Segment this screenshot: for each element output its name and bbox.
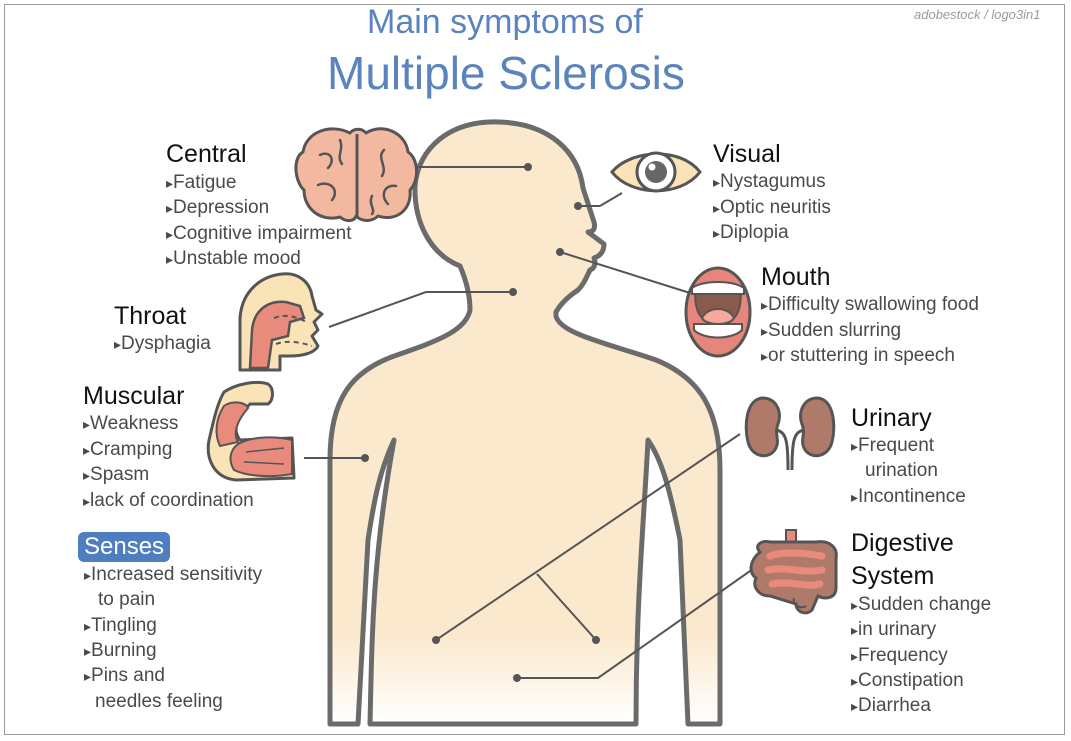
digestive-heading-line1: Digestive <box>851 529 954 557</box>
visual-item: Diplopia <box>713 220 789 247</box>
senses-item-cont: to pain <box>98 589 156 610</box>
connector-lines <box>304 166 761 679</box>
mouth-item: Difficulty swallowing food <box>761 292 979 319</box>
senses-item: Burning <box>84 638 157 665</box>
senses-item-cont: needles feeling <box>95 691 223 712</box>
arm-muscle-icon <box>206 380 296 482</box>
intestines-icon <box>749 529 838 615</box>
visual-item: Optic neuritis <box>713 195 831 222</box>
senses-item: Pins and <box>84 663 165 690</box>
eye-icon <box>610 151 702 193</box>
throat-heading: Throat <box>114 302 187 330</box>
senses-badge: Senses <box>78 532 171 562</box>
digestive-item: Sudden change <box>851 592 991 619</box>
central-item: Depression <box>166 195 269 222</box>
mouth-item: or stuttering in speech <box>761 343 955 370</box>
kidneys-icon <box>744 396 836 471</box>
mouth-icon <box>684 266 752 358</box>
title-line1: Main symptoms of <box>367 3 643 41</box>
digestive-item: Constipation <box>851 668 964 695</box>
digestive-item: Diarrhea <box>851 693 931 720</box>
throat-icon <box>238 272 324 372</box>
visual-item: Nystagumus <box>713 169 826 196</box>
urinary-item: Incontinence <box>851 484 966 511</box>
central-item: Unstable mood <box>166 246 301 273</box>
senses-item: Tingling <box>84 613 157 640</box>
throat-item: Dysphagia <box>114 331 211 358</box>
body-silhouette <box>327 119 723 727</box>
watermark: adobestock / logo3in1 <box>914 7 1041 22</box>
muscular-item: Cramping <box>83 437 172 464</box>
mouth-heading: Mouth <box>761 263 831 291</box>
muscular-item: Spasm <box>83 462 149 489</box>
muscular-item: lack of coordination <box>83 488 254 515</box>
muscular-item: Weakness <box>83 411 178 438</box>
connector-dots <box>361 163 600 682</box>
urinary-heading: Urinary <box>851 404 932 432</box>
urinary-item-cont: urination <box>865 460 938 481</box>
digestive-item: in urinary <box>851 617 936 644</box>
central-heading: Central <box>166 140 247 168</box>
mouth-item: Sudden slurring <box>761 318 901 345</box>
digestive-heading-line2: System <box>851 562 935 590</box>
digestive-item: Frequency <box>851 643 948 670</box>
urinary-item: Frequent <box>851 433 934 460</box>
frame-border <box>4 4 1065 735</box>
central-item: Fatigue <box>166 170 236 197</box>
senses-item: Increased sensitivity <box>84 562 262 589</box>
central-item: Cognitive impairment <box>166 221 351 248</box>
title-line2: Multiple Sclerosis <box>327 47 685 99</box>
brain-icon <box>294 127 418 223</box>
visual-heading: Visual <box>713 140 781 168</box>
muscular-heading: Muscular <box>83 382 185 410</box>
